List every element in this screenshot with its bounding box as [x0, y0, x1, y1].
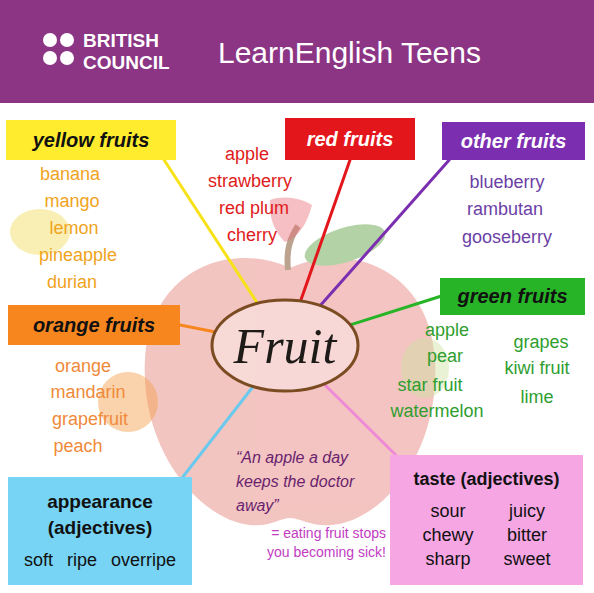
fruit-word: orange: [55, 356, 111, 377]
central-ellipse: Fruit: [210, 298, 360, 393]
adjective-grid: sour juicy chewy bitter sharp sweet: [422, 501, 550, 570]
fruit-word: pineapple: [39, 245, 117, 266]
adjective-word: sweet: [504, 549, 551, 570]
fruit-word: apple: [225, 144, 269, 165]
category-heading: green fruits: [440, 278, 585, 315]
fruit-word: peach: [53, 436, 102, 457]
branch-stroke: [180, 325, 214, 332]
header-band: [0, 0, 594, 103]
saying: “An apple a day keeps the doctor away”: [236, 446, 358, 518]
fruit-word: lemon: [49, 218, 98, 239]
fruit-word: pear: [427, 346, 463, 367]
fruit-word: rambutan: [467, 199, 543, 220]
adjective-word: juicy: [504, 501, 551, 522]
category-heading: orange fruits: [8, 305, 180, 345]
branch-line: [180, 325, 214, 332]
fruit-word: kiwi fruit: [504, 358, 569, 379]
fruit-word: mango: [44, 191, 99, 212]
fruit-word: mandarin: [50, 382, 125, 403]
fruit-word: blueberry: [469, 172, 544, 193]
heading-text: orange fruits: [33, 314, 155, 337]
heading-text: other fruits: [461, 130, 567, 153]
branch-stroke: [321, 160, 449, 305]
ellipse-shape: [212, 300, 358, 391]
category-heading: yellow fruits: [6, 120, 176, 160]
adjective-word: sharp: [422, 549, 473, 570]
heading-text: red fruits: [307, 128, 394, 151]
fruit-word: cherry: [227, 225, 277, 246]
fruit-word: red plum: [219, 198, 289, 219]
panel-heading: taste (adjectives): [413, 467, 559, 491]
adjective-panel: appearance (adjectives) soft ripe overripe: [8, 477, 192, 585]
logo-dots: [43, 33, 74, 65]
fruit-word: banana: [40, 164, 100, 185]
panel-heading: appearance (adjectives): [30, 489, 170, 540]
fruit-word: apple: [425, 320, 469, 341]
adjective-word: soft: [24, 550, 53, 571]
adjective-word: chewy: [422, 525, 473, 546]
adjective-word: overripe: [111, 550, 176, 571]
category-heading: red fruits: [285, 118, 415, 160]
adjective-word: bitter: [504, 525, 551, 546]
fruit-word: star fruit: [397, 375, 462, 396]
fruit-word: lime: [520, 387, 553, 408]
saying-note: = eating fruit stops you becoming sick!: [258, 524, 386, 562]
branch-line: [325, 385, 396, 455]
fruit-word: grapefruit: [52, 409, 128, 430]
adjective-grid: soft ripe overripe: [24, 550, 176, 571]
central-word: Fruit: [234, 317, 337, 375]
heading-text: green fruits: [457, 285, 567, 308]
adjective-word: sour: [422, 501, 473, 522]
category-heading: other fruits: [442, 122, 585, 160]
heading-text: yellow fruits: [33, 129, 150, 152]
adjective-panel: taste (adjectives) sour juicy chewy bitter sh…: [390, 455, 583, 585]
header-title: LearnEnglish Teens: [218, 36, 481, 70]
brand-logo-text: BRITISH COUNCIL: [83, 30, 183, 74]
fruit-word: strawberry: [208, 171, 292, 192]
fruit-word: grapes: [513, 332, 568, 353]
fruit-word: gooseberry: [462, 227, 552, 248]
fruit-word: watermelon: [390, 401, 483, 422]
adjective-word: ripe: [67, 550, 97, 571]
branch-stroke: [325, 385, 396, 455]
fruit-word: durian: [47, 272, 97, 293]
branch-line: [321, 160, 449, 305]
